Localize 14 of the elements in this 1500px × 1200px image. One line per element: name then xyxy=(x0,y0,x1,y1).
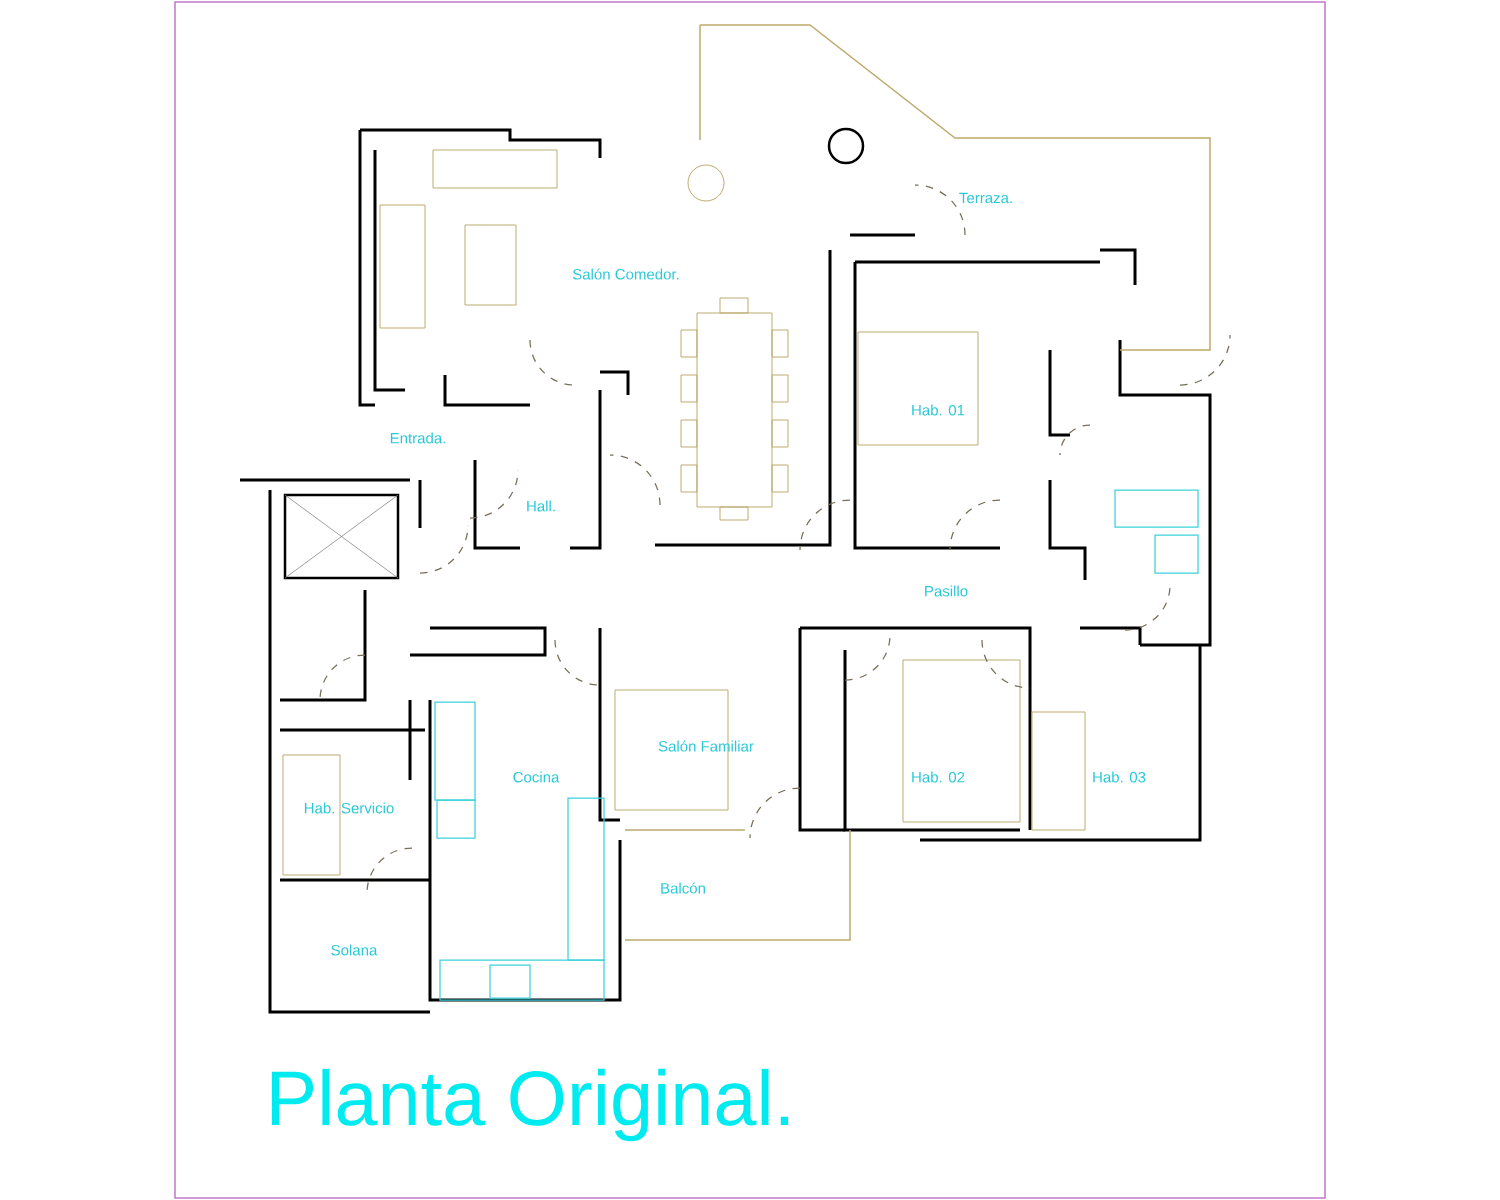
room-label: Terraza. xyxy=(959,192,1012,204)
room-label: Hab. Servicio xyxy=(304,802,394,814)
room-label: Hab. 03 xyxy=(1093,771,1146,783)
room-label: Entrada. xyxy=(390,432,445,444)
room-label: Cocina xyxy=(513,771,560,783)
room-label: Hall. xyxy=(527,500,555,512)
room-label: Hab. 01 xyxy=(912,404,965,416)
room-label: Pasillo xyxy=(925,585,968,597)
room-label: Balcón xyxy=(661,882,705,894)
room-label: Hab. 02 xyxy=(912,771,965,783)
title: Planta Original. xyxy=(271,1068,789,1142)
room-label: Solana xyxy=(331,944,378,956)
room-label: Salón Comedor. xyxy=(572,268,679,280)
room-label: Salón Familiar xyxy=(658,740,754,752)
